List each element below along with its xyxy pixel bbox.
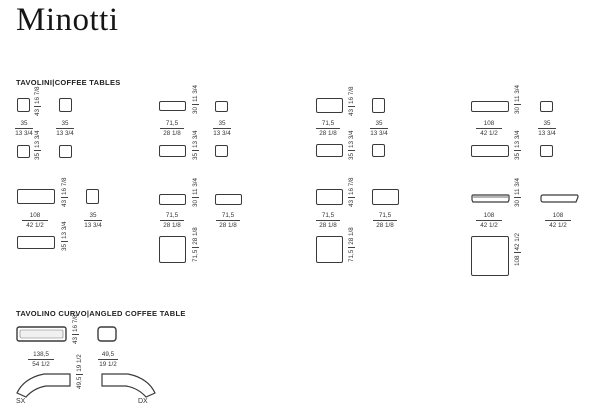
height-dim: 3011 3/4 — [514, 84, 521, 114]
angled-table-plan-dx — [101, 373, 156, 398]
table-plan-top — [316, 98, 343, 113]
height-dim: 3513 3/4 — [514, 130, 521, 160]
table-side — [372, 144, 385, 157]
table-side — [540, 145, 553, 157]
table-plan-top — [316, 189, 343, 205]
table-side — [59, 145, 72, 158]
table-plan-top — [17, 236, 55, 249]
height-dim: 3011 3/4 — [514, 177, 521, 207]
table-plan-top — [471, 145, 509, 157]
height-dim: 4316 7/8 — [61, 177, 68, 207]
table-plan-top — [17, 145, 30, 158]
table-side — [540, 101, 553, 112]
table-plan-top — [316, 144, 343, 157]
table-plan-top — [17, 189, 55, 204]
table-side-elevation — [540, 194, 579, 203]
height-dim: 49,519 1/2 — [76, 354, 83, 389]
table-side — [372, 189, 399, 205]
table-side-elevation — [471, 194, 510, 203]
angled-table-plan-sx — [16, 373, 71, 398]
table-side — [215, 101, 228, 112]
section-title-coffee-tables: TAVOLINI|COFFEE TABLES — [16, 78, 121, 87]
table-plan-top — [471, 236, 509, 276]
height-dim: 71,528 1/8 — [348, 227, 355, 262]
height-dim: 3513 3/4 — [34, 130, 41, 160]
table-side — [215, 194, 242, 205]
table-plan-top — [159, 236, 186, 263]
table-plan-top — [159, 101, 186, 111]
label-dx: DX — [138, 398, 148, 405]
height-dim: 4316 7/8 — [34, 86, 41, 116]
height-dim: 4316 7/8 — [72, 314, 79, 344]
height-dim: 3513 3/4 — [348, 130, 355, 160]
height-dim: 3011 3/4 — [192, 177, 199, 207]
table-plan-top — [17, 98, 30, 112]
table-plan-top — [471, 101, 509, 112]
table-plan-top — [159, 194, 186, 205]
table-side — [86, 189, 99, 204]
height-dim: 3011 3/4 — [192, 84, 199, 114]
angled-table-side — [97, 326, 117, 342]
table-plan-top — [159, 145, 186, 157]
brand-logo: Minotti — [16, 2, 119, 38]
table-side — [59, 98, 72, 112]
height-dim: 3513 3/4 — [61, 221, 68, 251]
height-dim: 71,528 1/8 — [192, 227, 199, 262]
height-dim: 4316 7/8 — [348, 177, 355, 207]
table-plan-top — [316, 236, 343, 263]
section-title-angled-coffee-table: TAVOLINO CURVO|ANGLED COFFEE TABLE — [16, 309, 186, 318]
table-side — [372, 98, 385, 113]
height-dim: 4316 7/8 — [348, 86, 355, 116]
table-side — [215, 145, 228, 157]
height-dim: 10842 1/2 — [514, 232, 521, 266]
angled-table-elevation — [16, 326, 67, 342]
label-sx: SX — [16, 398, 26, 405]
height-dim: 3513 3/4 — [192, 130, 199, 160]
